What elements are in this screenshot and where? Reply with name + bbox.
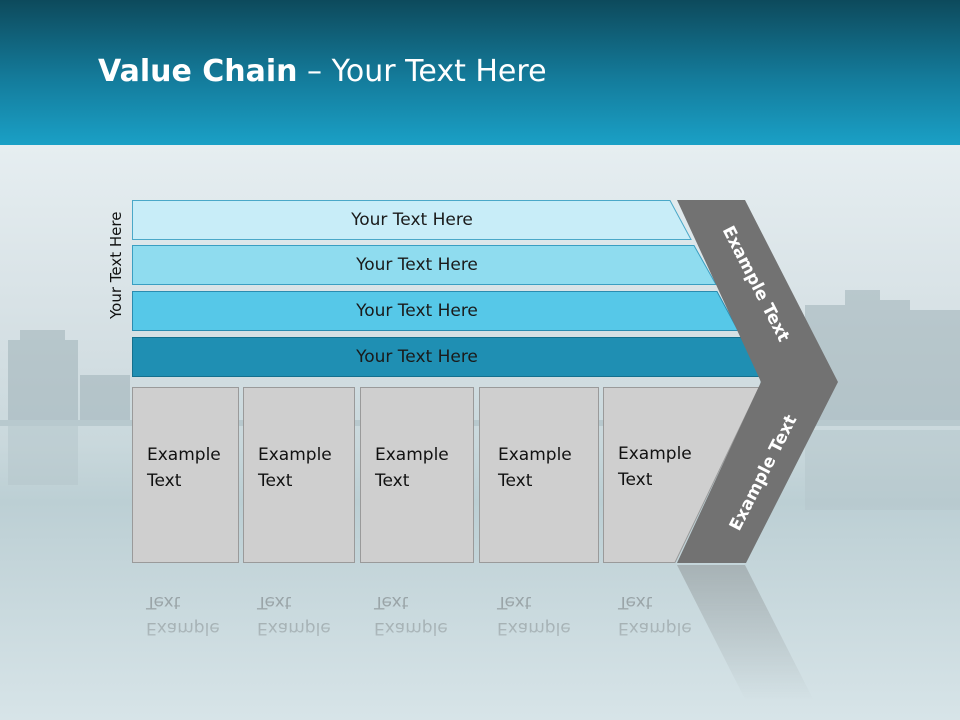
column-reflection-3: Example Text — [360, 565, 474, 695]
title-rest: – Your Text Here — [297, 54, 547, 89]
row-bar-1-label: Your Text Here — [351, 210, 473, 230]
reflection-3-line1: Example — [374, 618, 448, 638]
column-5-line2: Text — [618, 470, 653, 490]
reflection-3-line2: Text — [374, 592, 409, 612]
reflection-1-line1: Example — [146, 618, 220, 638]
side-label: Your Text Here — [107, 211, 125, 319]
column-1-line1: Example — [147, 445, 221, 465]
row-bar-3-label: Your Text Here — [356, 301, 478, 321]
column-4-line1: Example — [498, 445, 572, 465]
column-2-line2: Text — [258, 471, 293, 491]
row-bar-4-label: Your Text Here — [356, 347, 478, 367]
title-bold: Value Chain — [98, 54, 298, 89]
row-bar-3: Your Text Here — [132, 291, 739, 331]
column-reflection-1: Example Text — [132, 565, 239, 695]
column-reflection-2: Example Text — [243, 565, 355, 695]
row-bar-1-shape — [132, 200, 692, 240]
page-title: Value Chain – Your Text Here — [98, 54, 547, 89]
reflection-4-line1: Example — [497, 618, 571, 638]
reflection-2-line1: Example — [257, 618, 331, 638]
column-box-5-shape — [603, 387, 760, 563]
column-1-line2: Text — [147, 471, 182, 491]
column-3-line2: Text — [375, 471, 410, 491]
header-bar — [0, 0, 960, 145]
row-bar-4: Your Text Here — [132, 337, 763, 377]
column-5-line1: Example — [618, 444, 692, 464]
column-4-line2: Text — [498, 471, 533, 491]
reflection-1-line2: Text — [146, 592, 181, 612]
row-bar-1: Your Text Here — [132, 200, 692, 240]
chevron-arrow — [677, 200, 838, 563]
reflection-2-line2: Text — [257, 592, 292, 612]
row-bar-2: Your Text Here — [132, 245, 717, 285]
column-3-line1: Example — [375, 445, 449, 465]
reflection-4-line2: Text — [497, 592, 532, 612]
column-2-line1: Example — [258, 445, 332, 465]
row-bar-2-label: Your Text Here — [356, 255, 478, 275]
chevron-reflection — [677, 565, 814, 701]
column-reflection-4: Example Text — [479, 565, 599, 695]
